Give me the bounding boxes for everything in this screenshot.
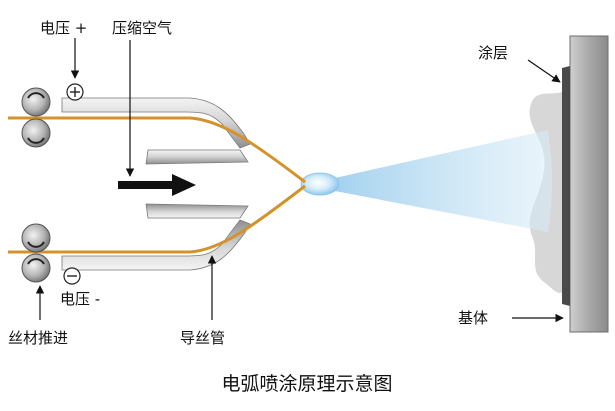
compressed-air-label: 压缩空气 [112,19,172,37]
air-flow-arrow [118,174,196,196]
molten-droplet [300,172,340,196]
coating-layer [562,66,570,306]
minus-terminal-icon [63,267,81,285]
voltage-negative-label: 电压 - [60,290,100,308]
coating-label: 涂层 [478,44,508,62]
diagram-title: 电弧喷涂原理示意图 [221,373,392,395]
substrate [569,35,609,333]
spray-plume [335,130,552,232]
voltage-positive-label: 电压 + [40,19,87,37]
lower-feed-rollers [21,223,51,283]
lower-wire [8,184,306,254]
upper-feed-rollers [21,87,51,148]
wire-feed-label: 丝材推进 [8,329,68,347]
upper-guide-tube [61,97,251,149]
lower-nozzle [145,203,249,219]
wire-guide-label: 导丝管 [180,329,225,347]
upper-nozzle [145,149,249,165]
coating-leader [527,59,561,83]
upper-wire [8,116,306,184]
substrate-label: 基体 [458,309,488,327]
lower-guide-tube [61,219,251,271]
plus-terminal-icon [66,83,84,101]
